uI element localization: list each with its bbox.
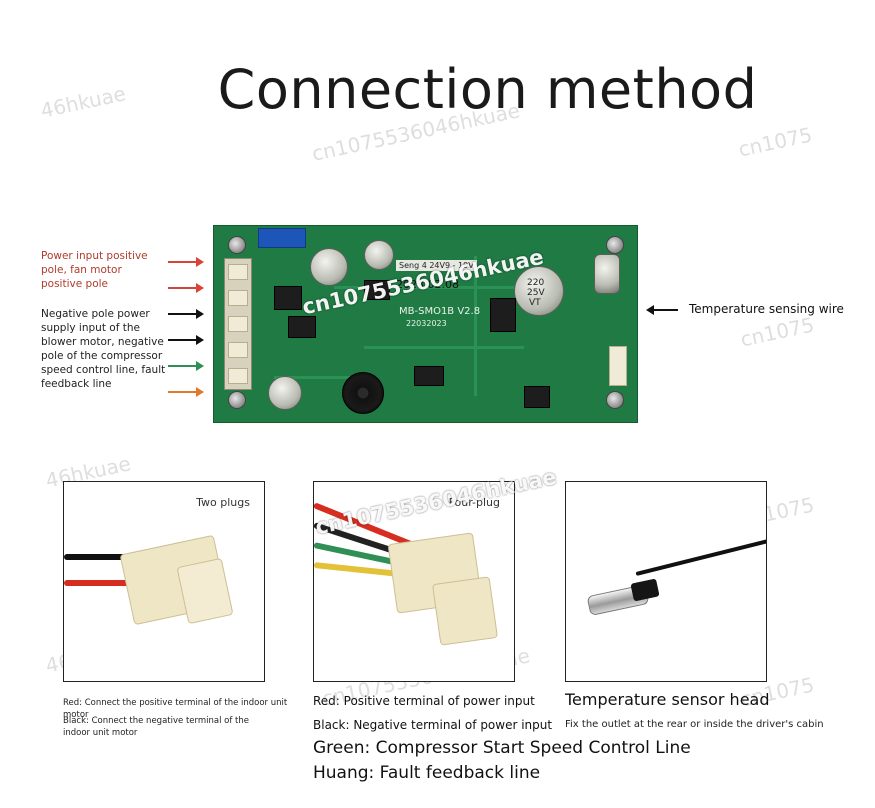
caption-sensor-heading: Temperature sensor head xyxy=(565,690,770,709)
screw-icon xyxy=(228,391,246,409)
two-plug-tag: Two plugs xyxy=(196,496,250,509)
page-title: Connection method xyxy=(217,58,758,121)
caption-four-plug-green: Green: Compressor Start Speed Control Li… xyxy=(313,738,691,758)
arrow-black-icon xyxy=(168,309,204,319)
arrow-black-icon xyxy=(168,335,204,345)
arrow-red-icon xyxy=(168,283,204,293)
capacitor-label: 220 xyxy=(527,278,545,288)
label-temperature-wire: Temperature sensing wire xyxy=(689,302,844,316)
watermark: cn1075 xyxy=(736,122,815,162)
caption-four-plug-huang: Huang: Fault feedback line xyxy=(313,763,541,783)
arrow-red-icon xyxy=(168,257,204,267)
screw-icon xyxy=(606,391,624,409)
board-silk-pcb: MB-SMO1B V2.8 xyxy=(399,306,481,317)
controller-board-image: 220 25V VT Seng 4 24V9 - 19V 2023.02.08 … xyxy=(213,225,638,423)
temperature-sensor-photo xyxy=(565,481,767,682)
four-plug-photo: Four-plug xyxy=(313,481,515,682)
board-silk-code: 22032023 xyxy=(406,319,447,328)
two-plug-photo: Two plugs xyxy=(63,481,265,682)
label-negative-pole: Negative pole power supply input of the … xyxy=(41,308,166,390)
caption-two-plug-red: Red: Connect the positive terminal of th… xyxy=(63,698,288,720)
caption-sensor-note: Fix the outlet at the rear or inside the… xyxy=(565,719,824,730)
capacitor-label: 25V xyxy=(527,288,545,298)
screw-icon xyxy=(606,236,624,254)
capacitor-label: VT xyxy=(529,298,541,308)
arrow-orange-icon xyxy=(168,387,204,397)
potentiometer-image xyxy=(258,228,306,248)
arrow-green-icon xyxy=(168,361,204,371)
watermark: cn1075 xyxy=(738,312,817,352)
board-silk-date: 2023.02.08 xyxy=(396,278,459,291)
board-silk-model: Seng 4 24V9 - 19V xyxy=(396,260,477,271)
screw-icon xyxy=(228,236,246,254)
caption-four-plug-black: Black: Negative terminal of power input xyxy=(313,718,553,732)
caption-four-plug-red: Red: Positive terminal of power input xyxy=(313,694,535,708)
label-power-positive: Power input positive pole, fan motor pos… xyxy=(41,250,148,290)
four-plug-tag: Four-plug xyxy=(448,496,500,509)
buzzer-image xyxy=(342,372,384,414)
arrow-left-icon xyxy=(646,305,678,315)
caption-two-plug-black: Black: Connect the negative terminal of … xyxy=(63,716,249,738)
